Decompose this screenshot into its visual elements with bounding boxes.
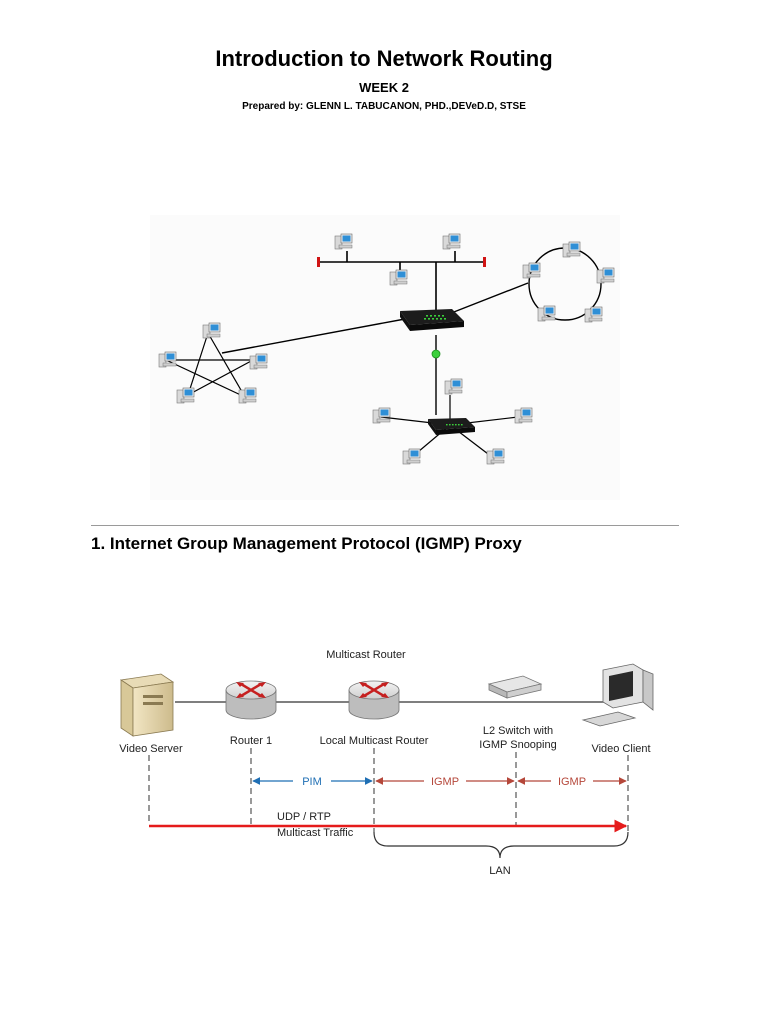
mesh-segment: [165, 332, 254, 398]
traffic-label-multicast: Multicast Traffic: [277, 827, 354, 839]
ring-computer: [584, 306, 603, 323]
section-heading: 1. Internet Group Management Protocol (I…: [91, 534, 522, 553]
protocol-label-pim: PIM: [302, 776, 322, 788]
bus-computer: [334, 233, 353, 250]
server-icon: [119, 673, 175, 737]
ring-computer: [596, 267, 615, 284]
network-topology-diagram: [150, 215, 620, 500]
node-label-video-server: Video Server: [119, 743, 183, 755]
central-hub: [400, 309, 464, 331]
igmp-proxy-diagram: Video Server Router 1 Multicast Router L…: [119, 649, 654, 877]
switch-icon: [487, 675, 543, 699]
document-author: Prepared by: GLENN L. TABUCANON, PHD.,DE…: [242, 101, 526, 112]
bus-segment: [320, 251, 484, 310]
protocol-label-igmp: IGMP: [558, 776, 586, 788]
mesh-computer: [158, 351, 177, 368]
bus-computer: [442, 233, 461, 250]
document-week: WEEK 2: [359, 80, 409, 95]
branch-hub: [428, 418, 475, 435]
link-node: [431, 349, 441, 359]
section-divider: [91, 525, 679, 526]
node-label-router-1: Router 1: [230, 735, 272, 747]
node-label-igmp-snooping: IGMP Snooping: [479, 739, 556, 751]
star-computer: [444, 378, 463, 395]
node-label-l2-switch: L2 Switch with: [483, 725, 553, 737]
protocol-label-igmp: IGMP: [431, 776, 459, 788]
traffic-label-udp-rtp: UDP / RTP: [277, 811, 331, 823]
ring-computer: [522, 262, 541, 279]
star-computer: [514, 407, 533, 424]
mesh-computer: [249, 353, 268, 370]
star-computer: [372, 407, 391, 424]
bus-computer: [389, 269, 408, 286]
label-bg: [551, 775, 593, 787]
node-label-video-client: Video Client: [591, 743, 650, 755]
router-icon: [348, 680, 400, 720]
bus-terminator-left: [317, 257, 320, 267]
mesh-computer: [202, 322, 221, 339]
bus-terminator-right: [483, 257, 486, 267]
router-icon: [225, 680, 277, 720]
computer-icon: [581, 663, 654, 727]
mesh-computer: [176, 387, 195, 404]
lan-brace: [373, 831, 629, 859]
group-label-multicast-router: Multicast Router: [326, 649, 406, 661]
lan-label: LAN: [489, 865, 510, 877]
mesh-computer: [238, 387, 257, 404]
label-bg: [424, 775, 466, 787]
ring-computer: [562, 241, 581, 258]
star-computer: [402, 448, 421, 465]
reference-lines: [148, 748, 629, 832]
document-title: Introduction to Network Routing: [215, 46, 553, 71]
ring-computer: [537, 305, 556, 322]
label-bg: [293, 775, 331, 787]
star-computer: [486, 448, 505, 465]
node-label-local-multicast-router: Local Multicast Router: [320, 735, 429, 747]
backbone-links: [221, 282, 529, 415]
